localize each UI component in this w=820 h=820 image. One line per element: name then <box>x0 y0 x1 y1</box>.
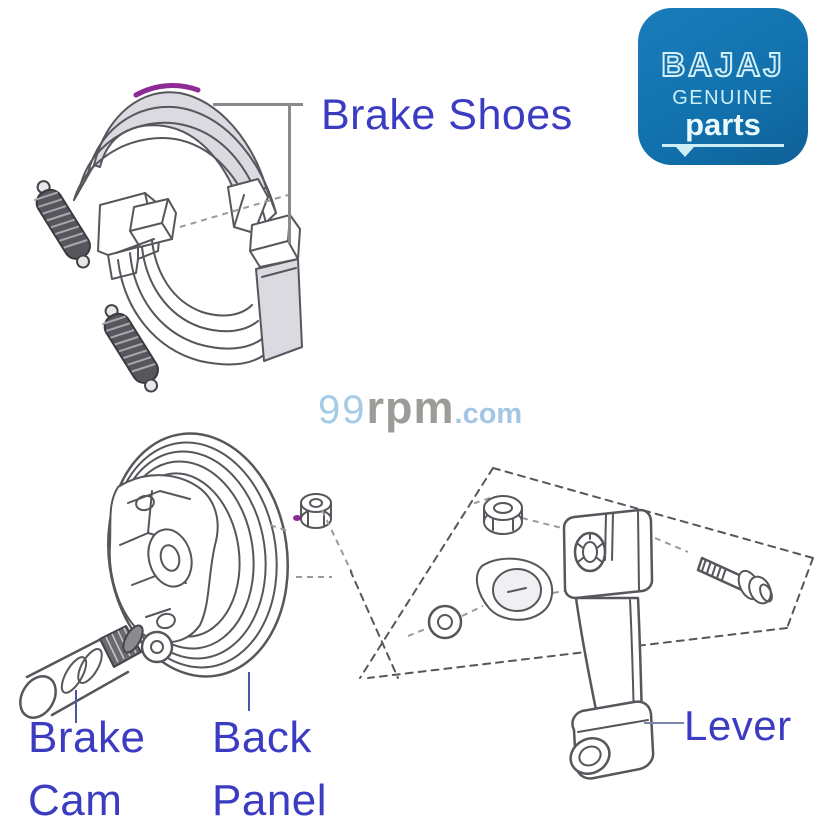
brake-shoes-leader-line <box>213 103 303 106</box>
o-ring-drawing <box>427 604 463 640</box>
purple-accent-dot <box>293 515 301 521</box>
brake-cam-leader-line <box>75 690 77 723</box>
watermark-99: 99 <box>318 388 367 432</box>
parts-text: parts <box>685 107 761 142</box>
logo-arrow-down-icon <box>676 147 694 157</box>
lever-drawing <box>562 508 655 780</box>
back-panel-label-line1: Back <box>212 713 312 762</box>
back-panel-label: Back Panel <box>212 706 327 820</box>
watermark-99rpm: 99 rpm .com <box>318 382 522 434</box>
brake-cam-label-line1: Brake <box>28 713 146 762</box>
cam-seal-drawing <box>475 557 553 621</box>
brake-shoes-label: Brake Shoes <box>321 91 573 139</box>
nut-drawing <box>483 495 523 535</box>
back-panel-leader-line <box>248 672 250 711</box>
exploded-view-outline <box>350 467 814 679</box>
return-spring-drawing <box>101 304 159 393</box>
return-spring-drawing <box>33 180 91 269</box>
back-panel-label-line2: Panel <box>212 776 328 820</box>
lever-label: Lever <box>684 702 792 749</box>
alignment-dash-line <box>179 194 289 228</box>
brake-shoes-leader-line <box>288 103 291 243</box>
back-panel-drawing <box>19 432 353 719</box>
exploded-dash-lines <box>269 509 353 578</box>
brake-shoes-drawing <box>33 83 303 393</box>
brake-cam-drawing <box>19 624 144 719</box>
panel-hub <box>147 528 193 588</box>
lever-assembly-drawing <box>350 467 814 780</box>
bajaj-genuine-parts-logo: BAJAJ GENUINE parts <box>638 8 808 165</box>
genuine-text: GENUINE <box>672 87 774 109</box>
brake-cam-label: Brake Cam <box>28 706 145 820</box>
watermark-rpm: rpm <box>366 382 455 433</box>
purple-accent-arc <box>133 83 201 98</box>
bolt-drawing <box>696 556 773 605</box>
washer-drawing <box>140 630 174 664</box>
logo-underline <box>662 144 784 157</box>
watermark-com: .com <box>454 398 523 430</box>
lever-leader-line <box>644 722 684 724</box>
brake-cam-label-line2: Cam <box>28 776 123 820</box>
bajaj-brand-text: BAJAJ <box>660 46 785 83</box>
panel-nut-drawing <box>293 493 332 529</box>
